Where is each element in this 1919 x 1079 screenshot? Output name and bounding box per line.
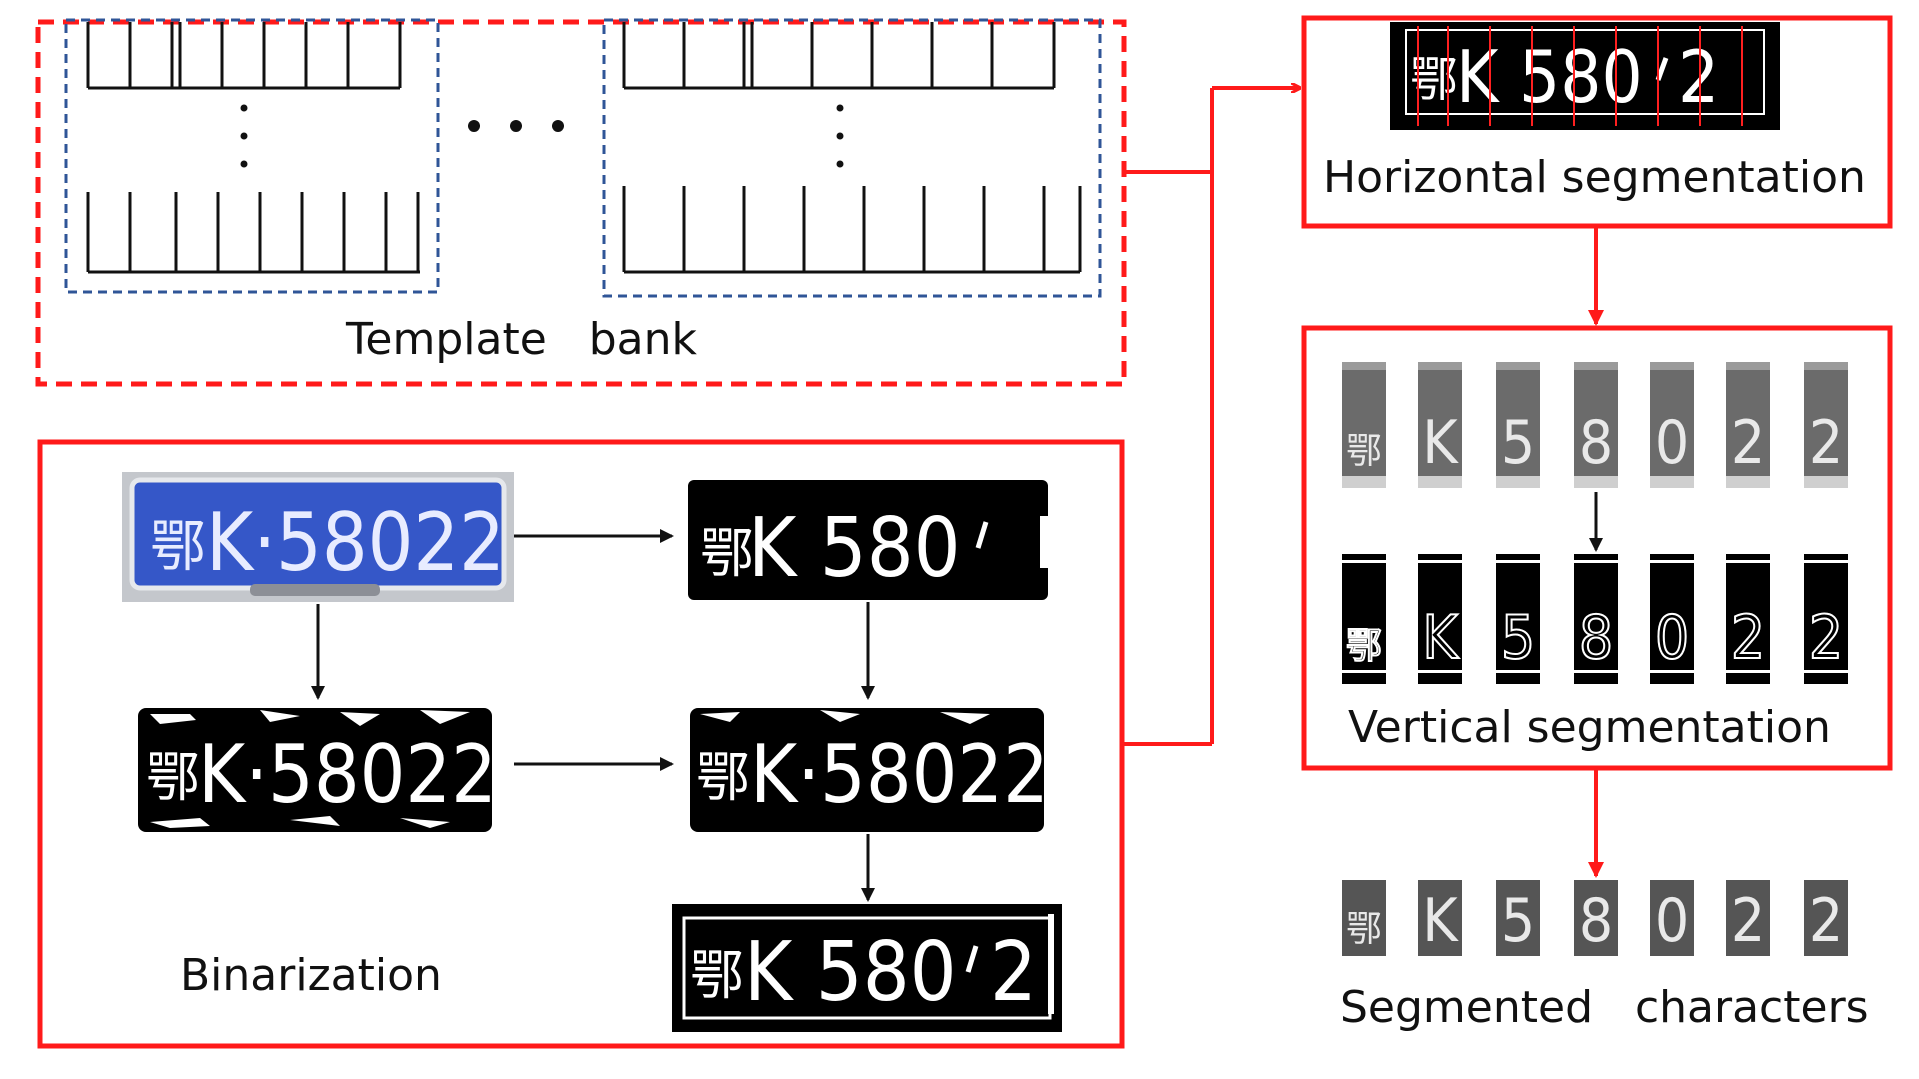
vertical-segmentation-group: 鄂K58022 鄂K58022 Vertical segmentation: [1304, 328, 1890, 768]
vseg-edge-char: 2: [1809, 603, 1843, 673]
vseg-edge-char: K: [1422, 603, 1459, 673]
segmented-characters-row: 鄂K58022: [1342, 880, 1848, 956]
vseg-edge-char: 0: [1655, 603, 1689, 673]
noisy-plate-province: 鄂: [146, 746, 200, 809]
binary-plate-full-noisy: 鄂 K·58022: [138, 708, 497, 832]
vseg-edge-tile: 鄂: [1342, 554, 1386, 684]
template-bank-group: Template bank: [38, 20, 1124, 384]
vseg-gray-tile: 2: [1726, 362, 1770, 488]
vseg-gray-char: 2: [1731, 408, 1765, 478]
vertical-seg-edge-row: 鄂K58022: [1342, 554, 1848, 684]
binary-plate-full-clean: 鄂 K·58022: [690, 708, 1049, 832]
final-plate-province: 鄂: [690, 944, 744, 1007]
partial-a-text: K 580: [748, 501, 961, 596]
vseg-edge-tile: 0: [1650, 554, 1694, 684]
segmented-char: 5: [1501, 886, 1535, 956]
original-plate-province: 鄂: [150, 515, 206, 580]
segmented-char: 0: [1655, 886, 1689, 956]
vseg-edge-char: 5: [1501, 603, 1535, 673]
vseg-gray-tile: 8: [1574, 362, 1618, 488]
vseg-gray-char: 5: [1501, 408, 1535, 478]
original-plate-text: K·58022: [206, 496, 505, 589]
template-ellipsis: [468, 120, 564, 132]
segmented-tile: 2: [1804, 880, 1848, 956]
vseg-gray-tile: 0: [1650, 362, 1694, 488]
template-set-1-vdots: [241, 105, 248, 168]
horizontal-seg-plate: 鄂 K 580 2: [1390, 22, 1780, 130]
vseg-edge-tile: K: [1418, 554, 1462, 684]
template-set-2-vdots: [837, 105, 844, 168]
vseg-edge-tile: 5: [1496, 554, 1540, 684]
connector-lines: [1122, 88, 1300, 744]
vseg-gray-tile: K: [1418, 362, 1462, 488]
vseg-gray-char: 0: [1655, 408, 1689, 478]
vertical-seg-gray-row: 鄂K58022: [1342, 362, 1848, 488]
vseg-gray-char: K: [1422, 408, 1459, 478]
vseg-edge-char: 8: [1579, 603, 1613, 673]
vseg-edge-char: 鄂: [1346, 626, 1382, 667]
partial-a-province: 鄂: [700, 522, 754, 585]
horizontal-segmentation-group: 鄂 K 580 2 Horizontal segmentation: [1304, 18, 1890, 226]
binary-plate-partial-a: 鄂 K 580: [688, 480, 1050, 600]
segmented-char: 2: [1809, 886, 1843, 956]
hseg-plate-tail: 2: [1678, 35, 1719, 119]
template-set-2-bottom-comb: [624, 186, 1080, 272]
segmented-tile: 鄂: [1342, 880, 1386, 956]
binarization-group: 鄂 K·58022 鄂 K 580 鄂 K·58022 鄂 K·58022: [40, 442, 1122, 1046]
template-set-1-box: [66, 20, 438, 292]
segmented-tile: 8: [1574, 880, 1618, 956]
template-set-1-bottom-comb: [88, 192, 420, 272]
clean-plate-text: K·58022: [750, 728, 1049, 821]
segmented-char: 8: [1579, 886, 1613, 956]
template-bank-label: Template bank: [345, 314, 698, 365]
template-set-1-top-comb: [88, 22, 400, 88]
vseg-gray-char: 鄂: [1346, 431, 1382, 472]
vseg-gray-char: 2: [1809, 408, 1843, 478]
segmented-tile: 0: [1650, 880, 1694, 956]
segmented-char: 2: [1731, 886, 1765, 956]
noisy-plate-text: K·58022: [198, 728, 497, 821]
hseg-plate-text: K 580: [1456, 35, 1643, 119]
vseg-edge-tile: 8: [1574, 554, 1618, 684]
vseg-gray-tile: 5: [1496, 362, 1540, 488]
original-plate-image: 鄂 K·58022: [122, 472, 514, 602]
final-plate-tail: 2: [990, 925, 1037, 1020]
vertical-segmentation-label: Vertical segmentation: [1348, 702, 1831, 753]
segmented-tile: 2: [1726, 880, 1770, 956]
segmented-char: K: [1422, 886, 1459, 956]
segmented-characters-group: 鄂K58022 Segmented characters: [1340, 880, 1869, 1033]
vseg-edge-tile: 2: [1804, 554, 1848, 684]
final-plate-text: K 580: [744, 925, 957, 1020]
template-set-2-top-comb: [624, 22, 1054, 88]
template-set-2-box: [604, 20, 1100, 296]
binary-plate-final: 鄂 K 580 2: [672, 904, 1062, 1032]
horizontal-segmentation-label: Horizontal segmentation: [1323, 152, 1866, 203]
vseg-gray-tile: 鄂: [1342, 362, 1386, 488]
vseg-edge-tile: 2: [1726, 554, 1770, 684]
binarization-label: Binarization: [180, 950, 442, 1001]
vseg-gray-tile: 2: [1804, 362, 1848, 488]
segmented-tile: 5: [1496, 880, 1540, 956]
vseg-edge-char: 2: [1731, 603, 1765, 673]
vseg-gray-char: 8: [1579, 408, 1613, 478]
segmented-char: 鄂: [1346, 909, 1382, 950]
segmented-tile: K: [1418, 880, 1462, 956]
segmented-characters-label: Segmented characters: [1340, 982, 1869, 1033]
clean-plate-province: 鄂: [696, 746, 750, 809]
